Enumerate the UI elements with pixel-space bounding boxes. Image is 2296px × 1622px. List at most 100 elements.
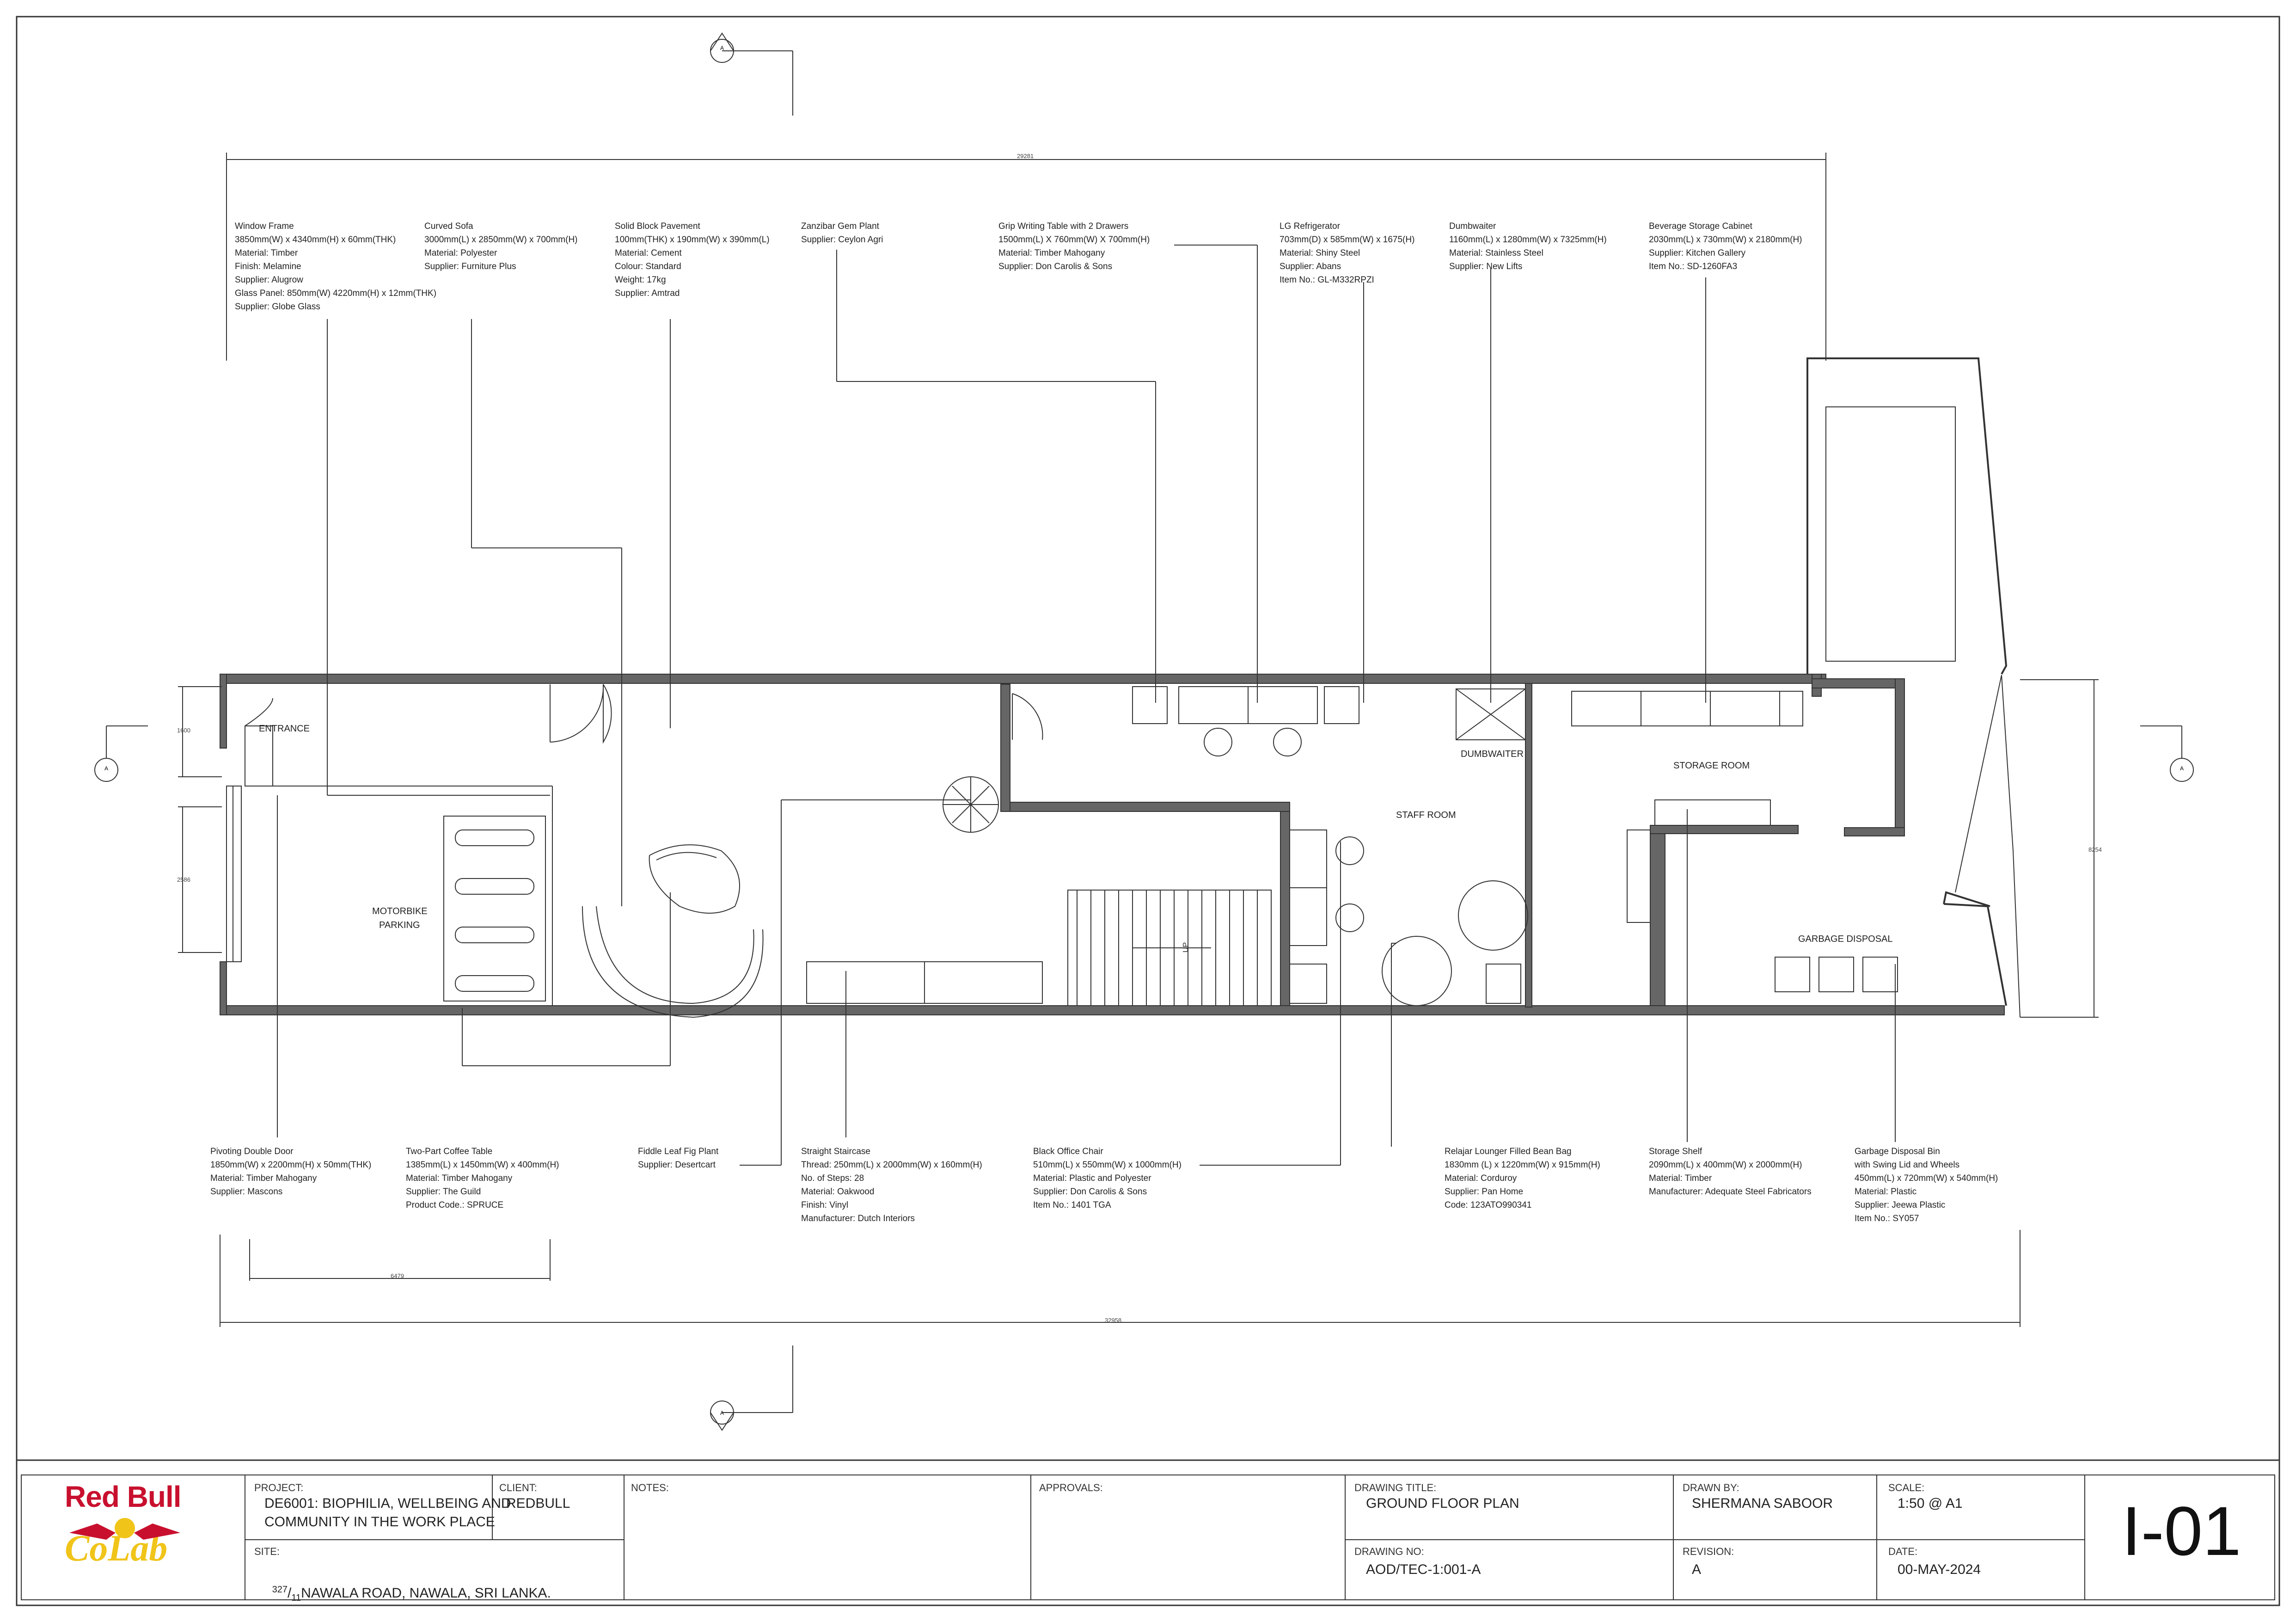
note-line: Item No.: SD-1260FA3	[1649, 262, 1738, 271]
room-label-storage-room: STORAGE ROOM	[1673, 761, 1750, 771]
note-line: Code: 123ATO990341	[1445, 1200, 1532, 1210]
approvals-label: APPROVALS:	[1039, 1482, 1103, 1493]
dim-left-b: 2586	[177, 876, 190, 883]
note-line: Colour: Standard	[615, 262, 681, 271]
building-walls	[220, 674, 2005, 1015]
note-line: Material: Corduroy	[1445, 1173, 1517, 1183]
section-marker-a-bottom: A	[720, 1410, 724, 1416]
note-line: 100mm(THK) x 190mm(W) x 390mm(L)	[615, 235, 770, 245]
note-line: Supplier: Amtrad	[615, 289, 680, 298]
note-line: 1385mm(L) x 1450mm(W) x 400mm(H)	[406, 1160, 559, 1170]
revision-value: A	[1692, 1562, 1702, 1577]
note-line: Item No.: GL-M332RPZI	[1280, 275, 1374, 285]
note-line: No. of Steps: 28	[801, 1173, 864, 1183]
note-line: Item No.: 1401 TGA	[1033, 1200, 1111, 1210]
room-label-motorbike: MOTORBIKE	[372, 906, 428, 916]
note-line: Window Frame	[235, 221, 294, 231]
note-line: Material: Oakwood	[801, 1187, 875, 1197]
note-line: Material: Timber Mahogany	[406, 1173, 513, 1183]
room-label-garbage: GARBAGE DISPOSAL	[1798, 934, 1893, 944]
note-line: Manufacturer: Dutch Interiors	[801, 1214, 915, 1223]
drawn-by-value: SHERMANA SABOOR	[1692, 1496, 1833, 1511]
note-line: 510mm(L) x 550mm(W) x 1000mm(H)	[1033, 1160, 1182, 1170]
note-line: Supplier: Pan Home	[1445, 1187, 1524, 1197]
note-line: Solid Block Pavement	[615, 221, 700, 231]
note-line: Supplier: Kitchen Gallery	[1649, 248, 1746, 258]
note-coffee-table: Two-Part Coffee Table 1385mm(L) x 1450mm(…	[406, 1145, 559, 1212]
dim-bottom: 32958	[1105, 1317, 1122, 1324]
logo-wordmark: Red Bull	[65, 1480, 182, 1513]
note-line: Supplier: Furniture Plus	[424, 262, 516, 271]
note-line: Finish: Vinyl	[801, 1200, 849, 1210]
note-line: Thread: 250mm(L) x 2000mm(W) x 160mm(H)	[801, 1160, 982, 1170]
drawn-by-label: DRAWN BY:	[1683, 1482, 1739, 1493]
note-line: 2030mm(L) x 730mm(W) x 2180mm(H)	[1649, 235, 1802, 245]
note-line: 2090mm(L) x 400mm(W) x 2000mm(H)	[1649, 1160, 1802, 1170]
project-value: DE6001: BIOPHILIA, WELLBEING AND COMMUNI…	[264, 1496, 511, 1530]
note-line: Curved Sofa	[424, 221, 473, 231]
note-line: with Swing Lid and Wheels	[1855, 1160, 1960, 1170]
revision-label: REVISION:	[1683, 1546, 1734, 1557]
site-number: 327	[272, 1585, 288, 1595]
note-line: 1830mm (L) x 1220mm(W) x 915mm(H)	[1445, 1160, 1600, 1170]
section-marker-a-top: A	[720, 45, 724, 51]
note-storage-shelf: Storage Shelf 2090mm(L) x 400mm(W) x 2000…	[1649, 1145, 1812, 1198]
note-line: 1850mm(W) x 2200mm(H) x 50mm(THK)	[210, 1160, 372, 1170]
note-line: Supplier: Ceylon Agri	[801, 235, 883, 245]
note-line: Supplier: Don Carolis & Sons	[1033, 1187, 1147, 1197]
note-line: 450mm(L) x 720mm(W) x 540mm(H)	[1855, 1173, 1998, 1183]
note-line: Finish: Melamine	[235, 262, 301, 271]
drawing-no-value: AOD/TEC-1:001-A	[1366, 1562, 1481, 1577]
drawing-title-label: DRAWING TITLE:	[1354, 1482, 1437, 1493]
sheet-number: I-01	[2122, 1492, 2241, 1570]
note-line: 3000mm(L) x 2850mm(W) x 700mm(H)	[424, 235, 578, 245]
note-line: Glass Panel: 850mm(W) 4220mm(H) x 12mm(T…	[235, 289, 437, 298]
project-label: PROJECT:	[254, 1482, 304, 1493]
date-value: 00-MAY-2024	[1898, 1562, 1981, 1577]
note-double-door: Pivoting Double Door 1850mm(W) x 2200mm(H…	[210, 1145, 371, 1198]
note-line: Manufacturer: Adequate Steel Fabricators	[1649, 1187, 1812, 1197]
dim-right: 8254	[2088, 846, 2102, 853]
note-line: 703mm(D) x 585mm(W) x 1675(H)	[1280, 235, 1415, 245]
note-line: Black Office Chair	[1033, 1147, 1103, 1156]
site-value: 327/11NAWALA ROAD, NAWALA, SRI LANKA.	[272, 1585, 551, 1603]
scale-label: SCALE:	[1888, 1482, 1925, 1493]
note-line: Pivoting Double Door	[210, 1147, 294, 1156]
note-line: Two-Part Coffee Table	[406, 1147, 493, 1156]
note-line: 1500mm(L) X 760mm(W) X 700mm(H)	[998, 235, 1150, 245]
note-line: 1160mm(L) x 1280mm(W) x 7325mm(H)	[1449, 235, 1607, 245]
note-office-chair: Black Office Chair 510mm(L) x 550mm(W) x …	[1033, 1145, 1182, 1212]
note-line: Supplier: The Guild	[406, 1187, 481, 1197]
note-line: Weight: 17kg	[615, 275, 666, 285]
note-line: Supplier: Jeewa Plastic	[1855, 1200, 1946, 1210]
note-line: Material: Timber	[235, 248, 298, 258]
dim-top: 29281	[1017, 153, 1034, 160]
note-line: Product Code.: SPRUCE	[406, 1200, 504, 1210]
note-line: Storage Shelf	[1649, 1147, 1702, 1156]
note-line: Material: Polyester	[424, 248, 497, 258]
bull-icon	[69, 1518, 180, 1540]
note-line: Zanzibar Gem Plant	[801, 221, 879, 231]
dim-left-a: 1600	[177, 727, 190, 734]
drawing-title-value: GROUND FLOOR PLAN	[1366, 1496, 1519, 1511]
site-address: NAWALA ROAD, NAWALA, SRI LANKA.	[301, 1585, 551, 1601]
note-line: Supplier: Mascons	[210, 1187, 283, 1197]
scale-value: 1:50 @ A1	[1898, 1496, 1963, 1511]
client-label: CLIENT:	[499, 1482, 537, 1493]
note-line: Material: Stainless Steel	[1449, 248, 1543, 258]
date-label: DATE:	[1888, 1546, 1918, 1557]
note-line: Material: Shiny Steel	[1280, 248, 1360, 258]
notes-label: NOTES:	[631, 1482, 669, 1493]
note-line: Supplier: Abans	[1280, 262, 1341, 271]
note-curved-sofa: Curved Sofa 3000mm(L) x 2850mm(W) x 700mm…	[424, 220, 578, 273]
room-label-staff-room: STAFF ROOM	[1396, 810, 1456, 820]
note-line: Supplier: Alugrow	[235, 275, 303, 285]
note-line: LG Refrigerator	[1280, 221, 1340, 231]
